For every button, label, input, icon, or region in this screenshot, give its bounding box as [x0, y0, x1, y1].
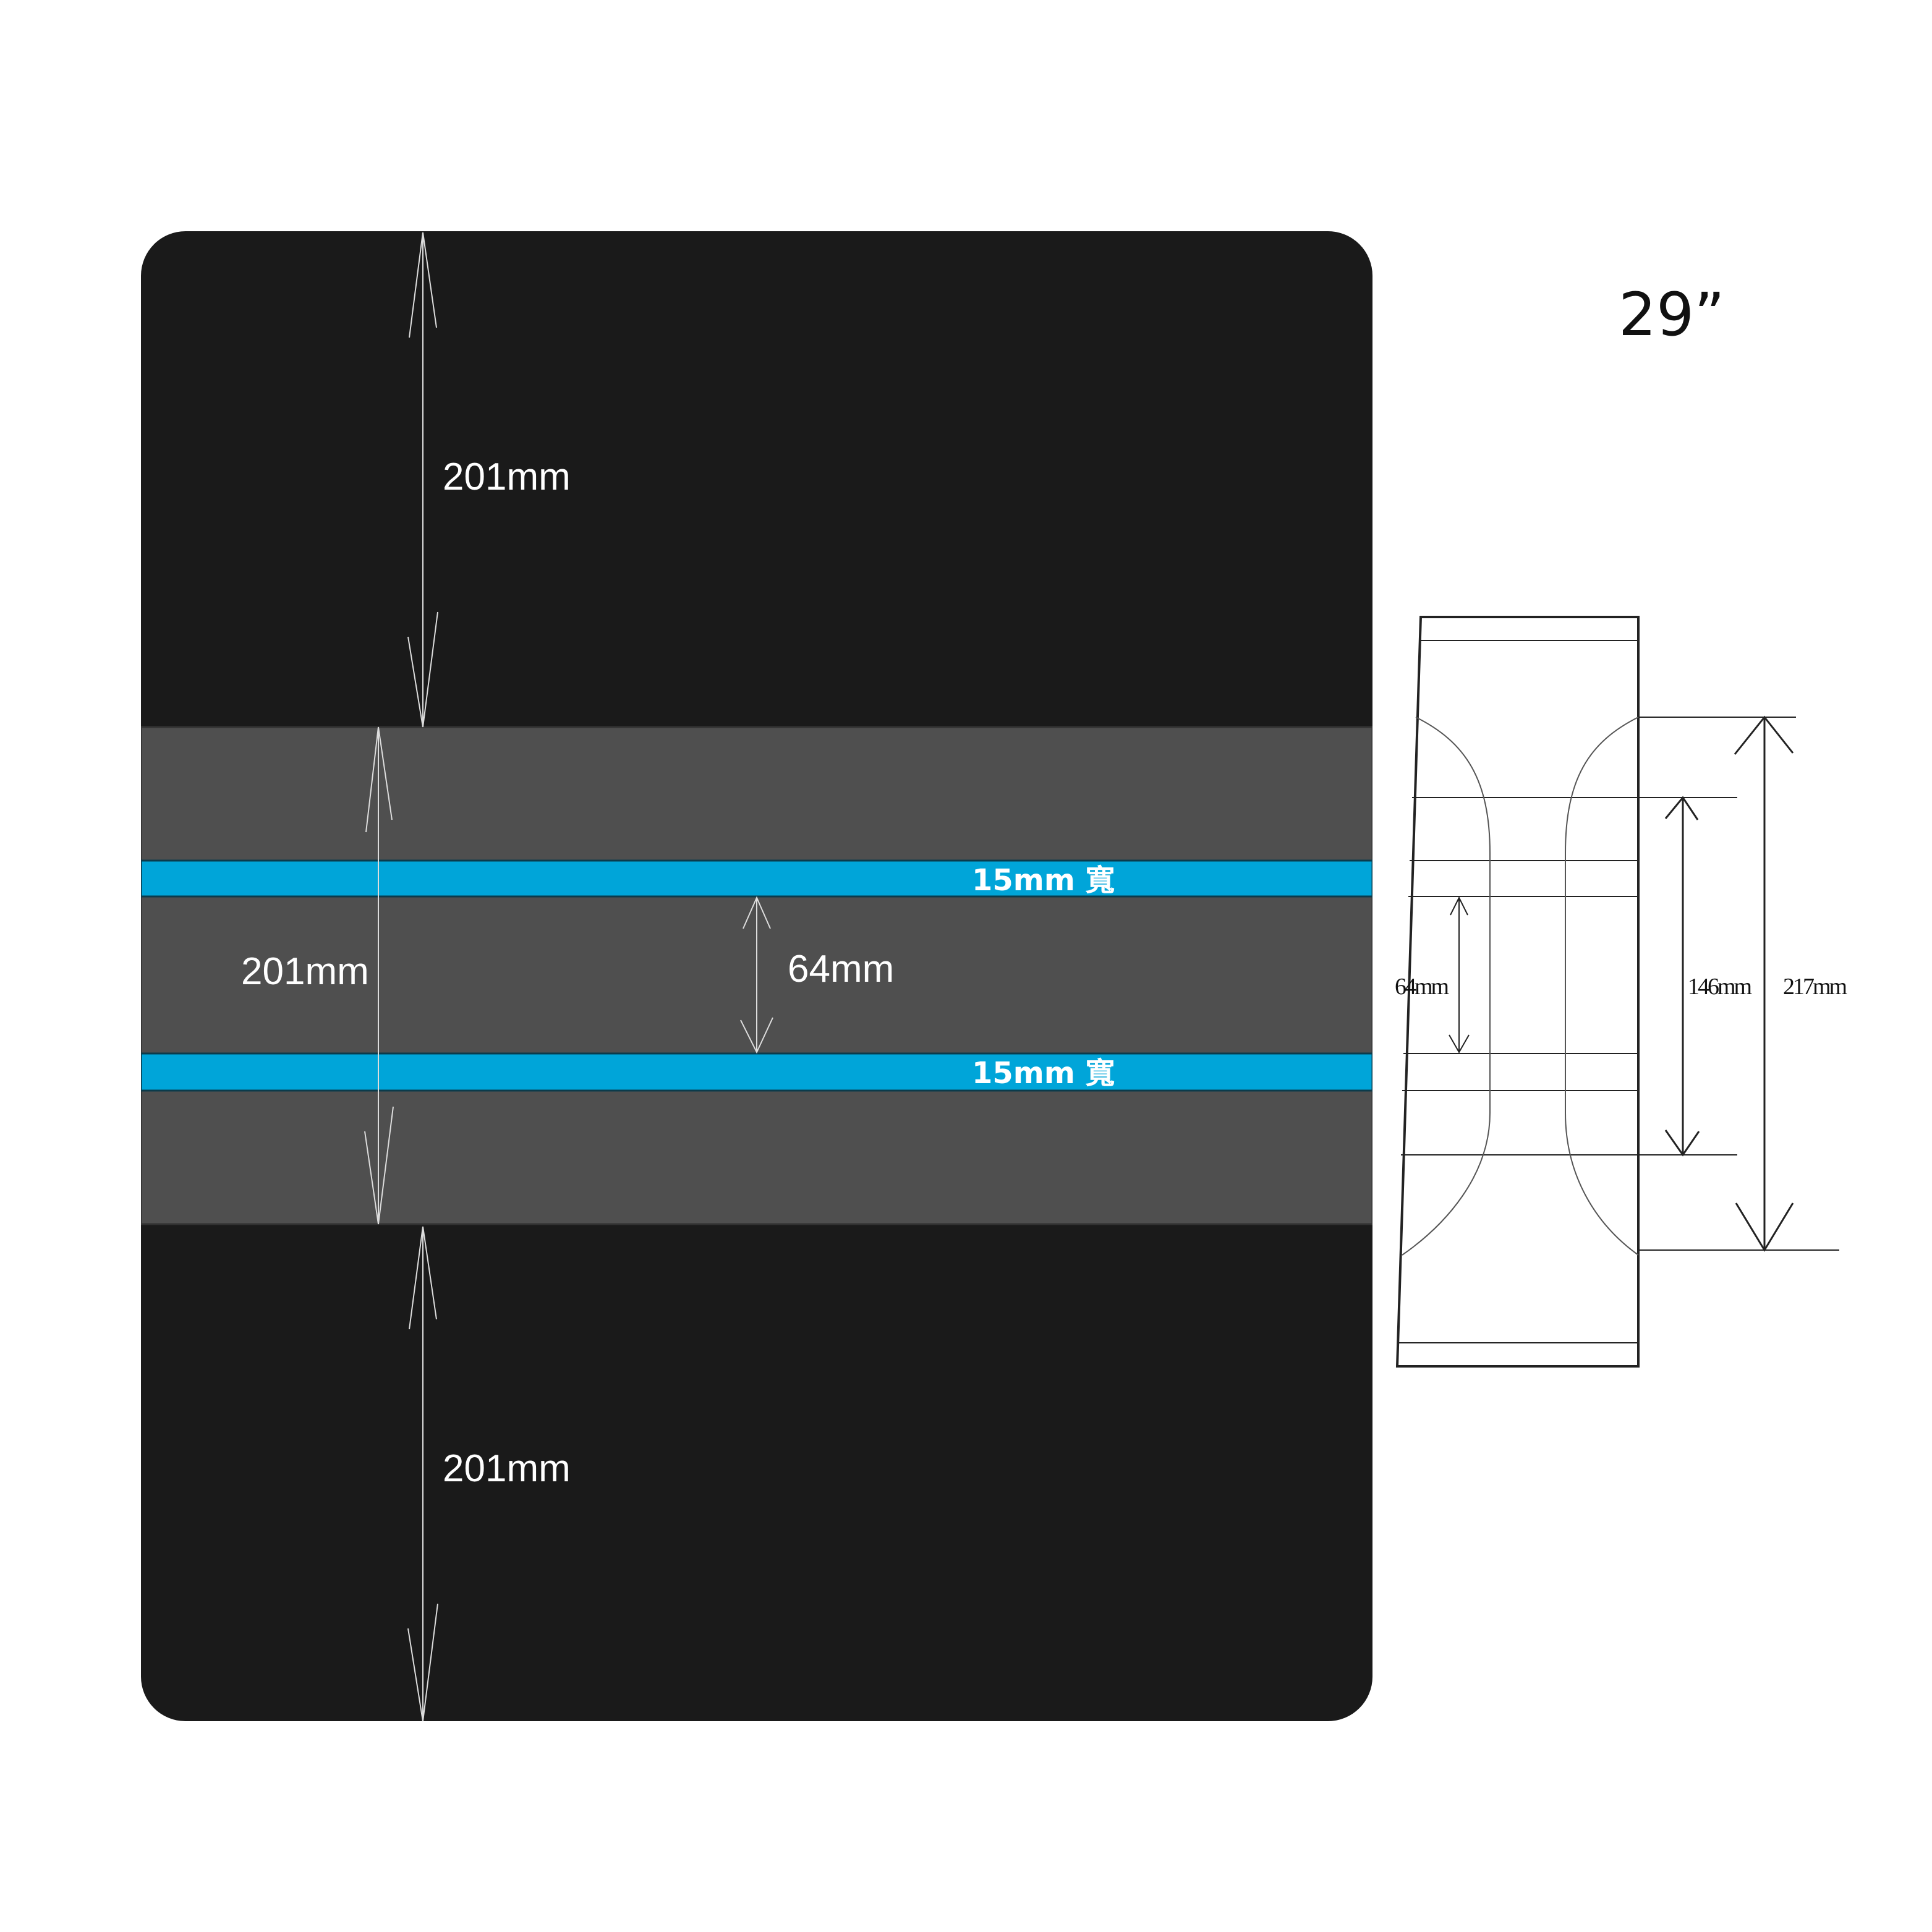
bottom-dimension-label: 201mm — [443, 1447, 571, 1490]
size-label: 29” — [1619, 280, 1725, 349]
gap-dimension-label: 64mm — [788, 948, 894, 990]
top-arrow — [407, 232, 438, 728]
middle-dimension-label: 201mm — [241, 950, 369, 993]
dimension-arrows — [364, 232, 773, 1722]
side-outer-dimension-label: 217mm — [1783, 974, 1847, 1000]
side-arrows — [1449, 715, 1794, 1252]
bottom-arrow — [407, 1226, 438, 1722]
side-view — [1395, 616, 1839, 1368]
blue-stripe-top — [141, 859, 1372, 898]
side-curves — [1402, 717, 1639, 1256]
stripe-bottom-label: 15mm 寬 — [972, 1056, 1115, 1091]
side-middle-dimension-label: 146mm — [1688, 974, 1752, 1000]
middle-arrow — [364, 726, 394, 1225]
stripe-top-label: 15mm 寬 — [972, 863, 1115, 898]
gap-arrow — [740, 896, 773, 1054]
side-inner-dimension-label: 64mm — [1395, 974, 1449, 1000]
top-dimension-label: 201mm — [443, 456, 571, 498]
blue-stripe-bottom — [141, 1052, 1372, 1092]
